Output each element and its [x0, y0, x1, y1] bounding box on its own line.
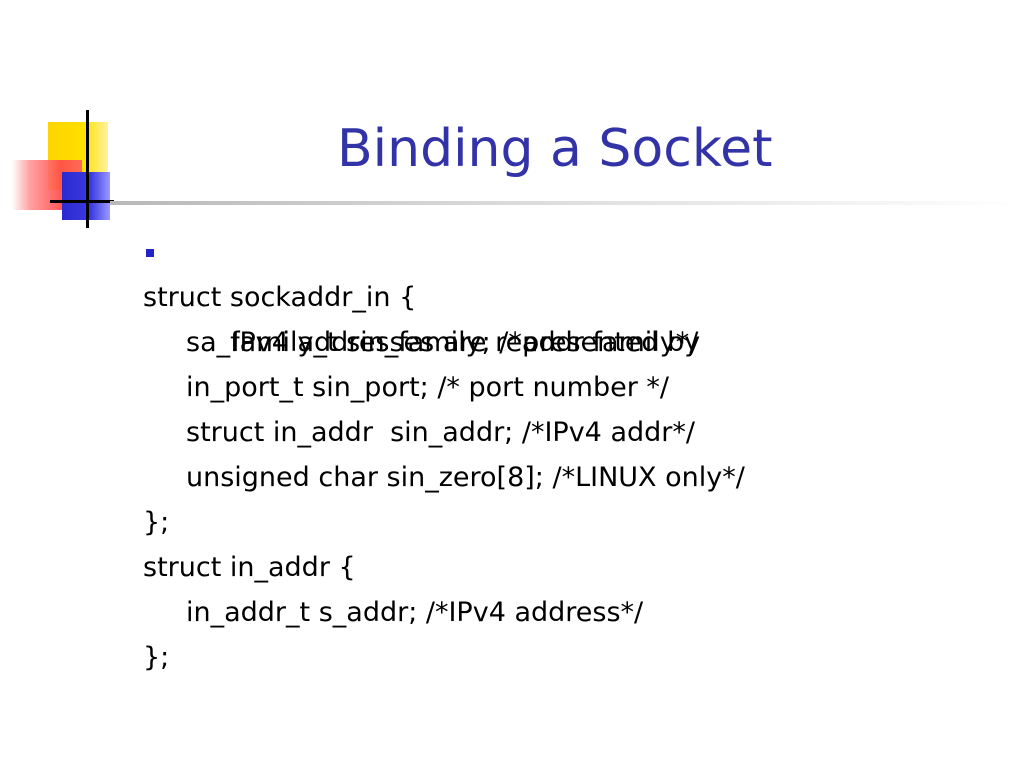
code-line: struct in_addr {: [143, 552, 356, 583]
corner-logo-icon: [0, 0, 160, 240]
code-line: };: [143, 642, 170, 673]
bullet-text: IPv4 addresses are represented by: [231, 327, 701, 358]
code-line: in_addr_t s_addr; /*IPv4 address*/: [186, 597, 644, 628]
logo-horizontal-line: [50, 200, 114, 203]
slide-body: IPv4 addresses are represented by struct…: [143, 230, 745, 680]
bullet-square-icon: [146, 249, 154, 257]
code-line: unsigned char sin_zero[8]; /*LINUX only*…: [186, 462, 745, 493]
logo-vertical-line: [86, 110, 89, 228]
code-line: };: [143, 507, 170, 538]
code-line: sa_family_t sin_family; /*addr family*/: [186, 327, 699, 358]
slide-title: Binding a Socket: [337, 119, 773, 179]
code-line: struct in_addr sin_addr; /*IPv4 addr*/: [186, 417, 695, 448]
code-line: in_port_t sin_port; /* port number */: [186, 372, 669, 403]
bullet-item: IPv4 addresses are represented by: [143, 230, 745, 358]
title-divider: [110, 201, 1024, 205]
code-line: struct sockaddr_in {: [143, 282, 417, 313]
code-block: struct sockaddr_in { sa_family_t sin_fami…: [143, 275, 745, 680]
